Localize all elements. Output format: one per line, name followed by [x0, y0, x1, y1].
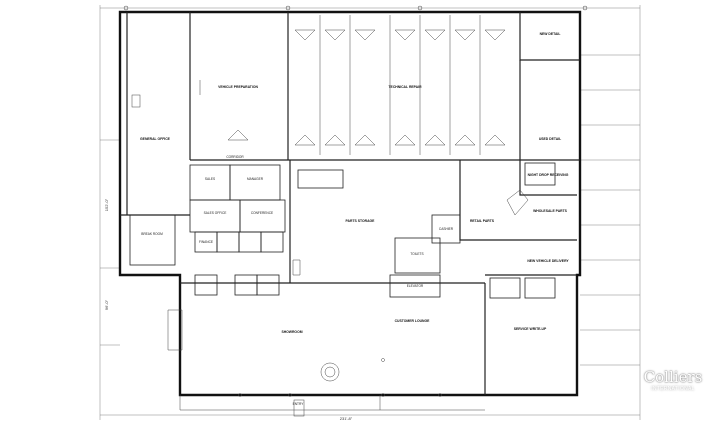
- dimension-lines: 231'-8" 152'-0" 96'-0": [99, 5, 641, 421]
- label-general-office: GENERAL OFFICE: [140, 137, 171, 141]
- showroom-features: [167, 309, 485, 417]
- office-partitions: [129, 80, 556, 299]
- dimension-side-a: 152'-0": [104, 198, 109, 211]
- room-labels: GENERAL OFFICE VEHICLE PREPARATION TECHN…: [140, 32, 569, 406]
- label-elevator: ELEVATOR: [407, 284, 424, 288]
- label-new-detail: NEW DETAIL: [540, 32, 561, 36]
- label-manager: MANAGER: [247, 177, 264, 181]
- label-sales-office: SALES OFFICE: [204, 211, 227, 215]
- label-retail-parts: RETAIL PARTS: [470, 219, 495, 223]
- label-customer-lounge: CUSTOMER LOUNGE: [395, 319, 431, 323]
- label-showroom: SHOWROOM: [281, 330, 302, 334]
- label-wholesale-parts: WHOLESALE PARTS: [533, 209, 568, 213]
- dimension-side-b: 96'-0": [104, 299, 109, 310]
- label-conference: CONFERENCE: [251, 211, 273, 215]
- watermark-brand: Colliers: [643, 368, 703, 386]
- label-break-room: BREAK ROOM: [141, 232, 163, 236]
- label-cashier: CASHIER: [439, 227, 454, 231]
- colliers-watermark: Colliers INTERNATIONAL: [627, 368, 719, 408]
- label-new-vehicle-delivery: NEW VEHICLE DELIVERY: [527, 259, 569, 263]
- label-technical-repair: TECHNICAL REPAIR: [388, 85, 422, 89]
- label-service-write-up: SERVICE WRITE-UP: [514, 327, 547, 331]
- label-parts-storage: PARTS STORAGE: [346, 219, 376, 223]
- label-night-drop: NIGHT DROP RECEIVING: [528, 173, 569, 177]
- label-entry: ENTRY: [293, 402, 305, 406]
- dimension-overall-width: 231'-8": [340, 416, 353, 421]
- exterior-walls: [118, 10, 582, 397]
- label-sales: SALES: [205, 177, 215, 181]
- watermark-tagline: INTERNATIONAL: [651, 386, 695, 392]
- service-bay-markers: [227, 15, 506, 155]
- label-toilets: TOILETS: [410, 252, 423, 256]
- label-corridor: CORRIDOR: [226, 155, 244, 159]
- label-used-detail: USED DETAIL: [539, 137, 561, 141]
- label-finance: FINANCE: [199, 240, 213, 244]
- label-vehicle-preparation: VEHICLE PREPARATION: [218, 85, 258, 89]
